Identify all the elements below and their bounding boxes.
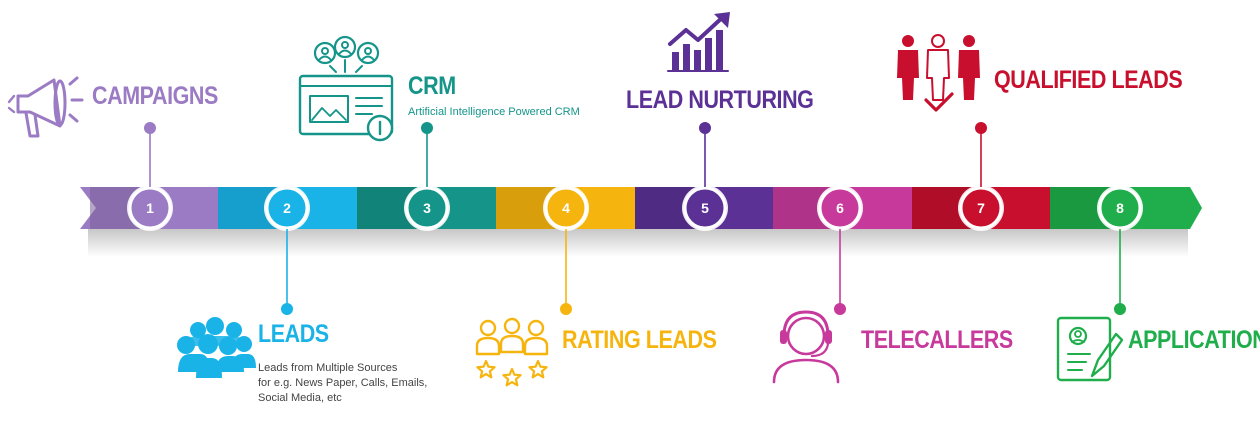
step-2-description-line-2: for e.g. News Paper, Calls, Emails,	[258, 377, 428, 389]
step-5-title: LEAD NURTURING	[626, 86, 814, 114]
step-8-number: 8	[1116, 200, 1124, 216]
step-2-description-line-3: Social Media, etc	[258, 392, 342, 404]
step-6-circle	[818, 186, 862, 230]
step-5-circle	[683, 186, 727, 230]
step-7-number: 7	[977, 200, 985, 216]
step-7-dot	[975, 122, 987, 134]
step-8-title: APPLICATION	[1128, 326, 1260, 354]
step-2-circle	[265, 186, 309, 230]
people-group-icon	[177, 317, 256, 378]
step-6-title: TELECALLERS	[861, 326, 1013, 354]
step-7-title: QUALIFIED LEADS	[994, 66, 1183, 94]
step-3-circle	[405, 186, 449, 230]
growth-chart-icon	[667, 12, 730, 72]
step-3-number: 3	[423, 200, 431, 216]
application-form-icon	[1056, 316, 1124, 382]
step-1-number: 1	[146, 200, 154, 216]
step-4-number: 4	[562, 200, 570, 216]
step-5-number: 5	[701, 200, 709, 216]
step-2-dot	[281, 303, 293, 315]
step-3-dot	[421, 122, 433, 134]
step-4-dot	[560, 303, 572, 315]
step-6-dot	[834, 303, 846, 315]
people-rating-stars-icon	[475, 317, 549, 387]
step-1-dot	[144, 122, 156, 134]
step-2-title: LEADS	[258, 320, 329, 348]
step-3-title: CRM	[408, 72, 456, 100]
step-1-title: CAMPAIGNS	[92, 82, 218, 110]
step-4-title: RATING LEADS	[562, 326, 717, 354]
step-8-circle	[1098, 186, 1142, 230]
step-2-description-line-1: Leads from Multiple Sources	[258, 362, 398, 374]
step-2-number: 2	[283, 200, 291, 216]
timeline-shadow	[88, 229, 1188, 257]
step-4-circle	[544, 186, 588, 230]
step-5-dot	[699, 122, 711, 134]
step-7-circle	[959, 186, 1003, 230]
step-6-number: 6	[836, 200, 844, 216]
step-3-description: Artificial Intelligence Powered CRM	[408, 106, 580, 118]
headset-agent-icon	[772, 310, 840, 384]
megaphone-icon	[7, 76, 84, 138]
crm-dashboard-icon	[298, 35, 394, 142]
step-8-dot	[1114, 303, 1126, 315]
qualified-people-icon	[897, 34, 980, 112]
step-1-circle	[128, 186, 172, 230]
